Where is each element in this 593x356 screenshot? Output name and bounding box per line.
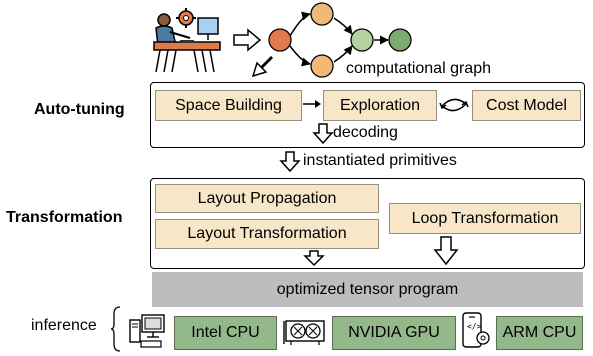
graph-caption: computational graph [346,60,491,77]
nvidia-gpu-box: NVIDIA GPU [332,316,456,350]
decoding-label: decoding [333,124,398,141]
graph-node [268,28,292,52]
mobile-phone-icon: </> [462,312,490,348]
optimized-tensor-program-bar: optimized tensor program [152,272,583,307]
transformation-title: Transformation [6,209,123,226]
desktop-computer-icon [129,314,165,348]
to-autotuning-arrow-icon [251,55,274,78]
down-arrow-icon [279,151,301,173]
graph-node [350,28,374,52]
primitives-label: instantiated primitives [303,152,457,169]
exploration-box: Exploration [323,90,437,121]
down-arrow-icon [303,250,325,267]
cost-model-box: Cost Model [472,90,581,121]
developer-at-desk-icon [153,8,221,73]
brace-icon [110,306,121,352]
intel-cpu-box: Intel CPU [174,316,277,350]
computational-graph [268,2,412,78]
down-arrow-icon [433,236,459,266]
layout-transformation-box: Layout Transformation [155,219,379,249]
loop-transformation-box: Loop Transformation [389,203,581,234]
arm-cpu-box: ARM CPU [496,316,583,350]
svg-text:</>: </> [467,322,482,331]
gpu-card-icon [283,320,325,345]
graph-node [310,2,334,26]
down-arrow-icon [312,123,334,145]
graph-node [310,54,334,78]
cycle-arrows-icon [439,98,469,112]
inference-label: inference [31,317,97,334]
space-building-box: Space Building [155,90,302,121]
right-arrow-icon [303,100,321,108]
to-graph-arrow-icon [233,28,262,52]
layout-propagation-box: Layout Propagation [155,184,379,213]
autotuning-title: Auto-tuning [34,101,125,118]
graph-node [388,28,412,52]
